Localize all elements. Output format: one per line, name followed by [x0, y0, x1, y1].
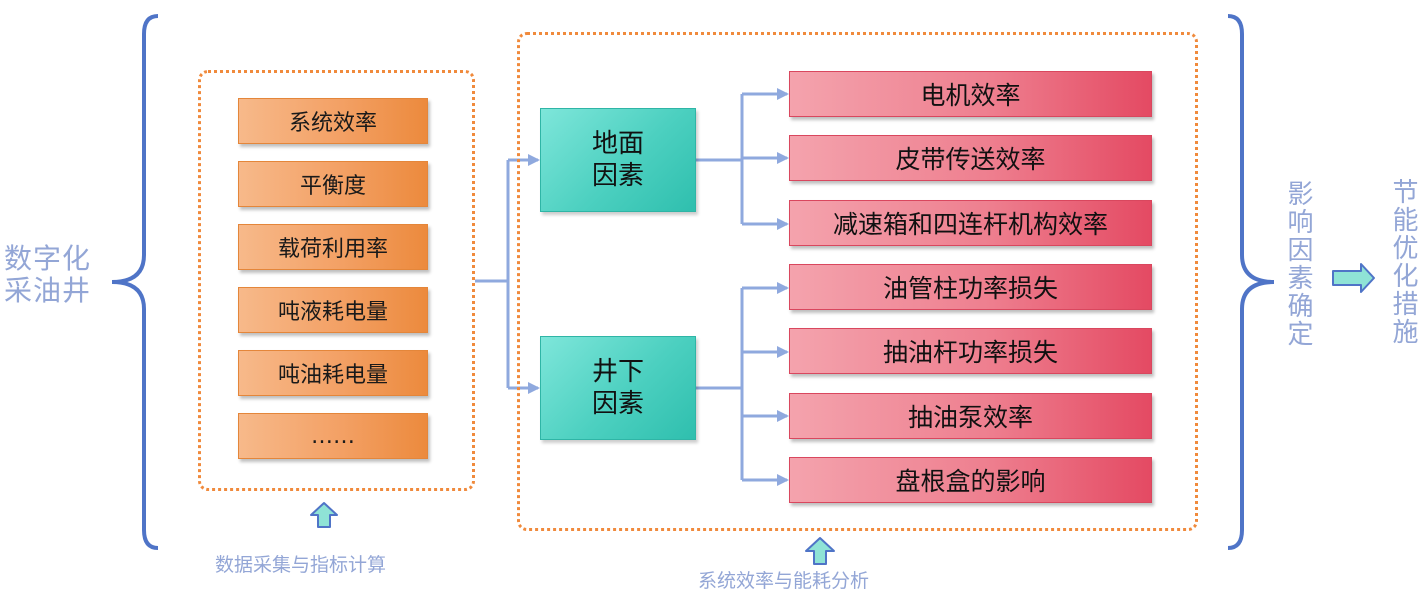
- downhole-factor-line1: 井下: [591, 357, 644, 387]
- downhole-tree-connector: [696, 282, 789, 486]
- analysis-group: [517, 32, 1198, 531]
- downhole-factor-item: 抽油泵效率: [789, 393, 1152, 439]
- metric-item: 吨液耗电量: [238, 287, 428, 333]
- digital-well-label-line1: 数字化: [4, 242, 92, 275]
- downhole-factor-line2: 因素: [591, 389, 644, 419]
- influence-determination-label: 影响因素确定: [1283, 180, 1313, 348]
- surface-factor-node: 地面 因素: [540, 108, 696, 212]
- digital-well-label: 数字化 采油井: [4, 243, 91, 307]
- metric-item: 系统效率: [238, 98, 428, 144]
- surface-tree-connector: [696, 88, 789, 230]
- digital-well-label-line2: 采油井: [4, 274, 92, 307]
- surface-factor-item: 皮带传送效率: [789, 135, 1152, 181]
- split-connector: [475, 154, 540, 394]
- data-collection-caption: 数据采集与指标计算: [215, 554, 387, 576]
- up-arrow-data-icon: [310, 502, 338, 528]
- right-arrow-icon: [1332, 263, 1375, 293]
- surface-factor-item: 电机效率: [789, 71, 1152, 117]
- surface-factor-line1: 地面: [591, 129, 644, 159]
- data-collection-group: [198, 70, 475, 491]
- downhole-factor-item: 油管柱功率损失: [789, 264, 1152, 310]
- analysis-caption: 系统效率与能耗分析: [698, 570, 870, 592]
- downhole-factor-item: 抽油杆功率损失: [789, 328, 1152, 374]
- up-arrow-analysis-icon: [805, 537, 835, 565]
- metric-item: 平衡度: [238, 161, 428, 207]
- right-brace: [1227, 14, 1275, 550]
- surface-factor-line2: 因素: [591, 161, 644, 191]
- left-brace: [111, 14, 159, 550]
- metric-item: ……: [238, 413, 428, 459]
- energy-saving-measures-label: 节能优化措施: [1388, 178, 1418, 346]
- downhole-factor-node: 井下 因素: [540, 336, 696, 440]
- metric-item: 载荷利用率: [238, 224, 428, 270]
- surface-factor-item: 减速箱和四连杆机构效率: [789, 200, 1152, 246]
- downhole-factor-item: 盘根盒的影响: [789, 457, 1152, 503]
- metric-item: 吨油耗电量: [238, 350, 428, 396]
